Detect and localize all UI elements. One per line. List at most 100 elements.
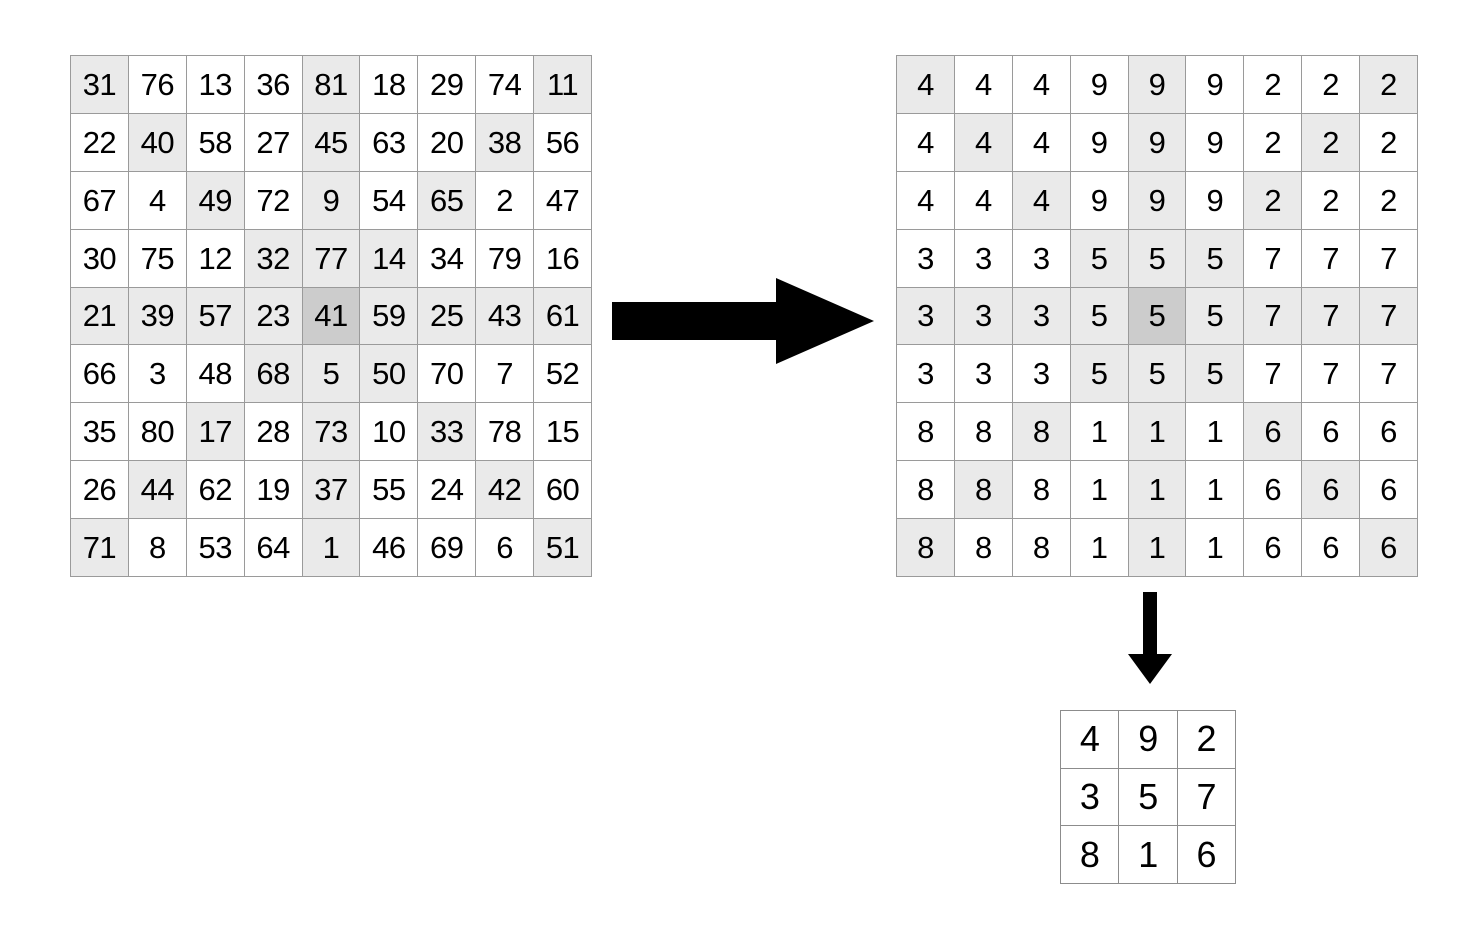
matrix-cell: 2 [1302,171,1360,229]
matrix-cell: 7 [1244,345,1302,403]
matrix-cell: 58 [186,113,244,171]
matrix-cell: 3 [954,229,1012,287]
matrix-cell: 6 [1244,461,1302,519]
matrix-cell: 9 [1186,171,1244,229]
matrix-cell: 2 [1302,113,1360,171]
matrix-cell: 56 [534,113,591,171]
matrix-cell: 4 [954,113,1012,171]
matrix-cell: 2 [1360,171,1417,229]
matrix-cell: 6 [1177,826,1235,883]
matrix-cell: 8 [897,403,954,461]
matrix-cell: 6 [1244,403,1302,461]
matrix-cell: 3 [1012,229,1070,287]
matrix-cell: 2 [1302,56,1360,113]
matrix-cell: 45 [302,113,360,171]
matrix-cell: 6 [476,519,534,576]
matrix-cell: 42 [476,461,534,519]
matrix-cell: 8 [1061,826,1119,883]
matrix-cell: 6 [1244,519,1302,576]
matrix-cell: 7 [1360,345,1417,403]
matrix-cell: 1 [1070,403,1128,461]
matrix-cell: 5 [1128,229,1186,287]
matrix-cell: 38 [476,113,534,171]
matrix-cell: 13 [186,56,244,113]
matrix-cell: 4 [897,56,954,113]
matrix-cell: 4 [897,171,954,229]
matrix-cell: 6 [1302,461,1360,519]
matrix-cell: 2 [1244,171,1302,229]
matrix-cell: 2 [1360,56,1417,113]
matrix-cell: 4 [128,171,186,229]
matrix-cell: 1 [1186,519,1244,576]
matrix-cell: 11 [534,56,591,113]
matrix-cell: 9 [1128,56,1186,113]
matrix-cell: 3 [128,345,186,403]
matrix-cell: 5 [1128,345,1186,403]
matrix-cell: 35 [71,403,128,461]
matrix-cell: 54 [360,171,418,229]
matrix-cell: 3 [897,345,954,403]
matrix-cell: 5 [1070,287,1128,345]
matrix-cell: 3 [1061,768,1119,826]
matrix-cell: 4 [1061,711,1119,768]
matrix-cell: 55 [360,461,418,519]
matrix-cell: 41 [302,287,360,345]
matrix-cell: 2 [1177,711,1235,768]
matrix-cell: 4 [1012,56,1070,113]
matrix-cell: 8 [128,519,186,576]
matrix-cell: 78 [476,403,534,461]
matrix-cell: 6 [1302,403,1360,461]
matrix-cell: 76 [128,56,186,113]
matrix-cell: 4 [897,113,954,171]
matrix-cell: 47 [534,171,591,229]
matrix-cell: 4 [954,56,1012,113]
matrix-cell: 1 [1119,826,1177,883]
matrix-cell: 2 [1244,113,1302,171]
matrix-cell: 1 [1186,403,1244,461]
matrix-cell: 7 [1302,345,1360,403]
matrix-cell: 80 [128,403,186,461]
matrix-cell: 18 [360,56,418,113]
matrix-cell: 14 [360,229,418,287]
matrix-cell: 6 [1302,519,1360,576]
matrix-cell: 7 [1244,229,1302,287]
matrix-cell: 36 [244,56,302,113]
matrix-cell: 66 [71,345,128,403]
matrix-cell: 3 [897,229,954,287]
matrix-cell: 27 [244,113,302,171]
matrix-cell: 24 [418,461,476,519]
matrix-cell: 48 [186,345,244,403]
matrix-cell: 1 [1128,403,1186,461]
matrix-cell: 77 [302,229,360,287]
matrix-cell: 34 [418,229,476,287]
matrix-cell: 44 [128,461,186,519]
matrix-cell: 6 [1360,403,1417,461]
matrix-cell: 65 [418,171,476,229]
matrix-cell: 9 [1119,711,1177,768]
matrix-cell: 52 [534,345,591,403]
matrix-cell: 8 [1012,461,1070,519]
matrix-cell: 9 [1070,113,1128,171]
matrix-cell: 43 [476,287,534,345]
matrix-cell: 10 [360,403,418,461]
matrix-cell: 32 [244,229,302,287]
matrix-cell: 1 [1070,519,1128,576]
matrix-cell: 33 [418,403,476,461]
matrix-cell: 9 [1128,171,1186,229]
matrix-cell: 50 [360,345,418,403]
matrix-cell: 3 [954,287,1012,345]
matrix-cell: 31 [71,56,128,113]
matrix-cell: 70 [418,345,476,403]
matrix-cell: 9 [1186,56,1244,113]
matrix-cell: 5 [1128,287,1186,345]
matrix-cell: 29 [418,56,476,113]
matrix-cell: 2 [1244,56,1302,113]
matrix-cell: 7 [1302,287,1360,345]
arrow-right-icon [612,278,874,364]
matrix-cell: 67 [71,171,128,229]
matrix-cell: 8 [897,519,954,576]
matrix-cell: 26 [71,461,128,519]
